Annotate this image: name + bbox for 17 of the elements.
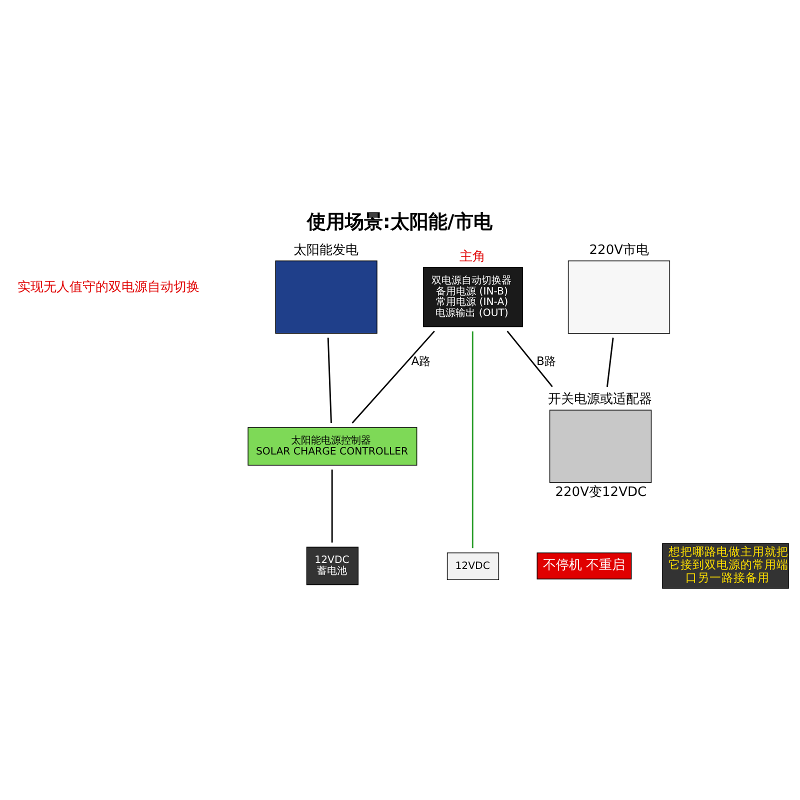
- connector: [506, 330, 553, 388]
- diagram-title: 使用场景:太阳能/市电: [306, 212, 492, 234]
- connector: [331, 470, 333, 543]
- label: 实现无人值守的双电源自动切换: [17, 280, 200, 295]
- edge-label: B路: [536, 354, 557, 368]
- edge-label: A路: [411, 354, 432, 368]
- connector: [327, 338, 332, 424]
- node-label: 220V市电: [589, 242, 650, 258]
- connector: [472, 331, 474, 548]
- node-label: 220V变12VDC: [555, 484, 647, 500]
- connector: [606, 338, 614, 387]
- label: 不停机 不重启: [542, 558, 626, 574]
- node-label: 太阳能发电: [293, 242, 358, 258]
- node-label: 开关电源或适配器: [548, 392, 652, 408]
- label: 想把哪路电做主用就把它接到双电源的常用端口另一路接备用: [668, 544, 788, 585]
- connector: [352, 330, 435, 424]
- node-label: 主角: [460, 249, 486, 264]
